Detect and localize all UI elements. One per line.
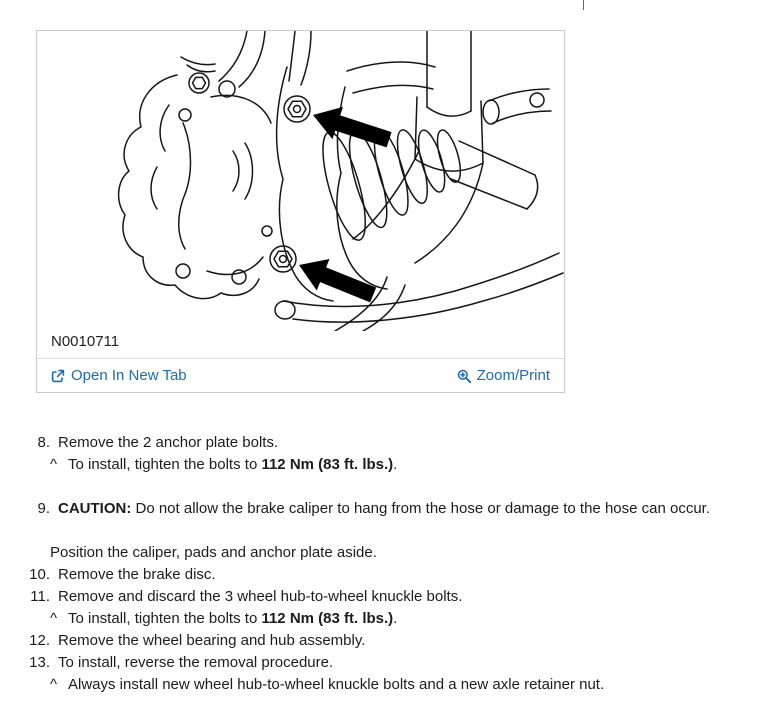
figure-area: N0010711 <box>37 31 564 358</box>
step-number: 13. <box>29 654 50 671</box>
procedure-step: 11. Remove and discard the 3 wheel hub-to… <box>0 586 740 608</box>
step-number: 8. <box>37 434 50 451</box>
subnote-text: To install, tighten the bolts to 112 Nm … <box>68 610 398 627</box>
subnote-marker: ^ <box>50 456 58 473</box>
zoom-print-link[interactable]: Zoom/Print <box>457 367 550 384</box>
step-text: Position the caliper, pads and anchor pl… <box>50 544 377 561</box>
step-text: CAUTION: Do not allow the brake caliper … <box>58 500 711 517</box>
step-text: Remove the brake disc. <box>58 566 216 583</box>
procedure-list: 8.Remove the 2 anchor plate bolts.^To in… <box>0 432 740 696</box>
anchor-bolt-upper <box>283 95 311 123</box>
step-subnote: ^ Always install new wheel hub-to-wheel k… <box>0 674 740 696</box>
procedure-step: 9. CAUTION: Do not allow the brake calipe… <box>0 498 740 520</box>
lower-bolt-arrow <box>292 249 380 311</box>
step-text: Remove and discard the 3 wheel hub-to-wh… <box>58 588 463 605</box>
anchor-bolt-lower <box>269 245 297 273</box>
procedure-step: 8. Remove the 2 anchor plate bolts. <box>0 432 740 454</box>
step-text: Remove the 2 anchor plate bolts. <box>58 434 279 451</box>
step-number: 10. <box>29 566 50 583</box>
step-subnote: ^ To install, tighten the bolts to 112 Nm… <box>0 454 740 476</box>
open-in-new-tab-label: Open In New Tab <box>71 367 187 384</box>
figure-toolbar: Open In New Tab Zoom/Print <box>37 358 564 392</box>
upper-bolt-arrow <box>307 98 395 156</box>
open-in-new-tab-icon <box>51 369 65 383</box>
procedure-step: 13. To install, reverse the removal proce… <box>0 652 740 674</box>
step-number: 11. <box>30 588 50 605</box>
zoom-print-label: Zoom/Print <box>476 367 550 384</box>
step-text: Remove the wheel bearing and hub assembl… <box>58 632 366 649</box>
subnote-text: Always install new wheel hub-to-wheel kn… <box>68 676 605 693</box>
procedure-step: 12. Remove the wheel bearing and hub asse… <box>0 630 740 652</box>
figure-id-label: N0010711 <box>51 333 120 350</box>
window-edge-tick <box>583 0 584 10</box>
step-subnote: ^ To install, tighten the bolts to 112 Nm… <box>0 608 740 630</box>
procedure-step: 10. Remove the brake disc. <box>0 564 740 586</box>
subnote-marker: ^ <box>50 610 58 627</box>
step-text: To install, reverse the removal procedur… <box>58 654 334 671</box>
zoom-magnifier-icon <box>457 369 471 383</box>
subnote-marker: ^ <box>50 676 58 693</box>
subnote-text: To install, tighten the bolts to 112 Nm … <box>68 456 398 473</box>
open-in-new-tab-link[interactable]: Open In New Tab <box>51 367 187 384</box>
brake-assembly-diagram <box>117 31 564 331</box>
step-number: 12. <box>29 632 50 649</box>
step-number: 9. <box>37 500 50 517</box>
procedure-note: Position the caliper, pads and anchor pl… <box>0 542 740 564</box>
figure-panel: N0010711 Open In New Tab <box>36 30 565 393</box>
